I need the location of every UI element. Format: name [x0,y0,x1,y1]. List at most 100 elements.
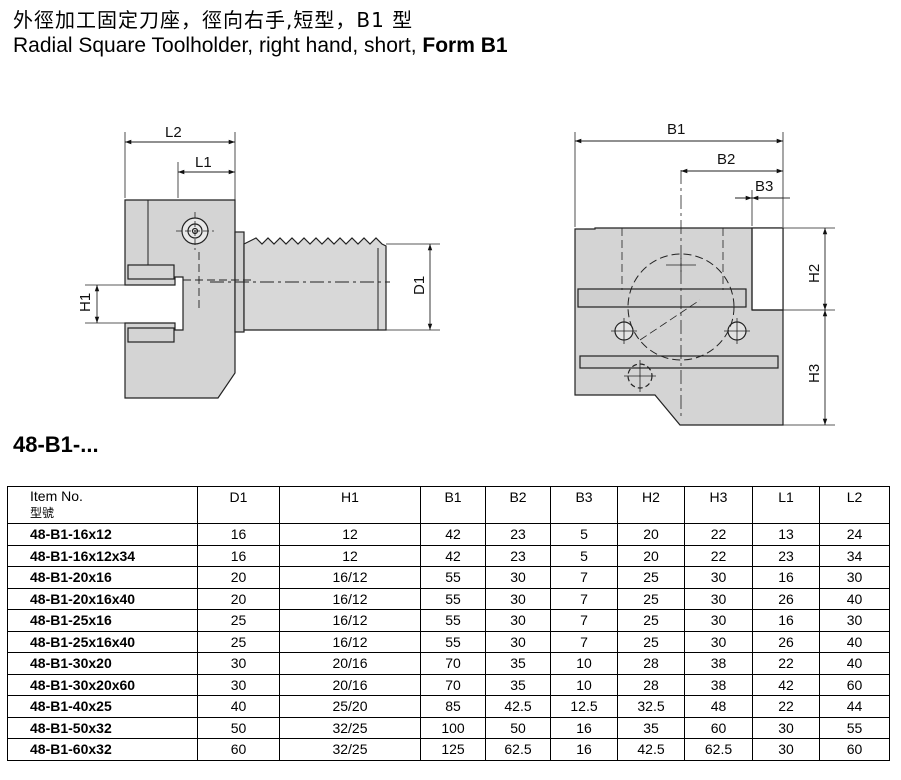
value-cell: 25 [197,609,280,632]
value-cell: 32.5 [617,695,685,718]
value-cell: 44 [819,695,890,718]
value-cell: 42 [752,673,820,696]
value-cell: 30 [684,609,753,632]
value-cell: 100 [420,716,486,739]
header-item-label-zh: 型號 [30,506,55,520]
value-cell: 10 [550,673,618,696]
technical-drawing: L2 L1 H1 D1 [77,121,835,426]
value-cell: 16 [197,523,280,546]
item-number-cell: 48-B1-30x20 [7,652,198,675]
header-item-no: Item No.型號 [7,486,198,524]
value-cell: 16/12 [279,630,421,653]
value-cell: 16 [550,738,618,761]
value-cell: 23 [485,544,551,567]
value-cell: 25/20 [279,695,421,718]
value-cell: 60 [819,738,890,761]
value-cell: 85 [420,695,486,718]
item-number-cell: 48-B1-50x32 [7,716,198,739]
value-cell: 60 [197,738,280,761]
item-number-cell: 48-B1-16x12x34 [7,544,198,567]
header-col: H2 [617,486,685,524]
value-cell: 42 [420,523,486,546]
value-cell: 7 [550,630,618,653]
value-cell: 20/16 [279,652,421,675]
front-view [574,132,835,426]
item-number-cell: 48-B1-30x20x60 [7,673,198,696]
value-cell: 35 [617,716,685,739]
value-cell: 30 [819,609,890,632]
value-cell: 35 [485,673,551,696]
dim-label-H1: H1 [77,293,94,312]
value-cell: 10 [550,652,618,675]
value-cell: 20/16 [279,673,421,696]
value-cell: 30 [684,630,753,653]
header-col: H3 [684,486,753,524]
value-cell: 28 [617,673,685,696]
dim-label-B1: B1 [667,121,685,138]
value-cell: 30 [684,566,753,589]
value-cell: 30 [819,566,890,589]
value-cell: 25 [617,609,685,632]
value-cell: 70 [420,652,486,675]
title-english: Radial Square Toolholder, right hand, sh… [13,34,508,58]
value-cell: 125 [420,738,486,761]
value-cell: 55 [420,587,486,610]
value-cell: 22 [752,652,820,675]
dim-label-L1: L1 [195,154,212,171]
value-cell: 20 [617,523,685,546]
value-cell: 40 [197,695,280,718]
side-view [85,132,440,399]
item-number-cell: 48-B1-25x16x40 [7,630,198,653]
value-cell: 7 [550,587,618,610]
value-cell: 30 [485,566,551,589]
item-number-cell: 48-B1-40x25 [7,695,198,718]
value-cell: 40 [819,630,890,653]
value-cell: 35 [485,652,551,675]
value-cell: 42.5 [617,738,685,761]
value-cell: 24 [819,523,890,546]
value-cell: 20 [197,587,280,610]
value-cell: 34 [819,544,890,567]
value-cell: 55 [819,716,890,739]
value-cell: 30 [485,587,551,610]
value-cell: 55 [420,566,486,589]
value-cell: 30 [485,630,551,653]
value-cell: 40 [819,652,890,675]
value-cell: 30 [752,716,820,739]
value-cell: 16 [752,609,820,632]
value-cell: 22 [752,695,820,718]
value-cell: 42 [420,544,486,567]
value-cell: 30 [752,738,820,761]
value-cell: 62.5 [485,738,551,761]
item-number-cell: 48-B1-20x16x40 [7,587,198,610]
value-cell: 22 [684,523,753,546]
value-cell: 40 [819,587,890,610]
value-cell: 55 [420,630,486,653]
value-cell: 12 [279,523,421,546]
value-cell: 42.5 [485,695,551,718]
value-cell: 12 [279,544,421,567]
value-cell: 60 [684,716,753,739]
item-number-cell: 48-B1-16x12 [7,523,198,546]
value-cell: 23 [485,523,551,546]
header-col: B3 [550,486,618,524]
header-col: D1 [197,486,280,524]
value-cell: 30 [684,587,753,610]
value-cell: 48 [684,695,753,718]
dim-label-D1: D1 [411,276,428,295]
value-cell: 5 [550,523,618,546]
value-cell: 50 [197,716,280,739]
value-cell: 25 [617,630,685,653]
value-cell: 50 [485,716,551,739]
value-cell: 20 [617,544,685,567]
value-cell: 16/12 [279,566,421,589]
